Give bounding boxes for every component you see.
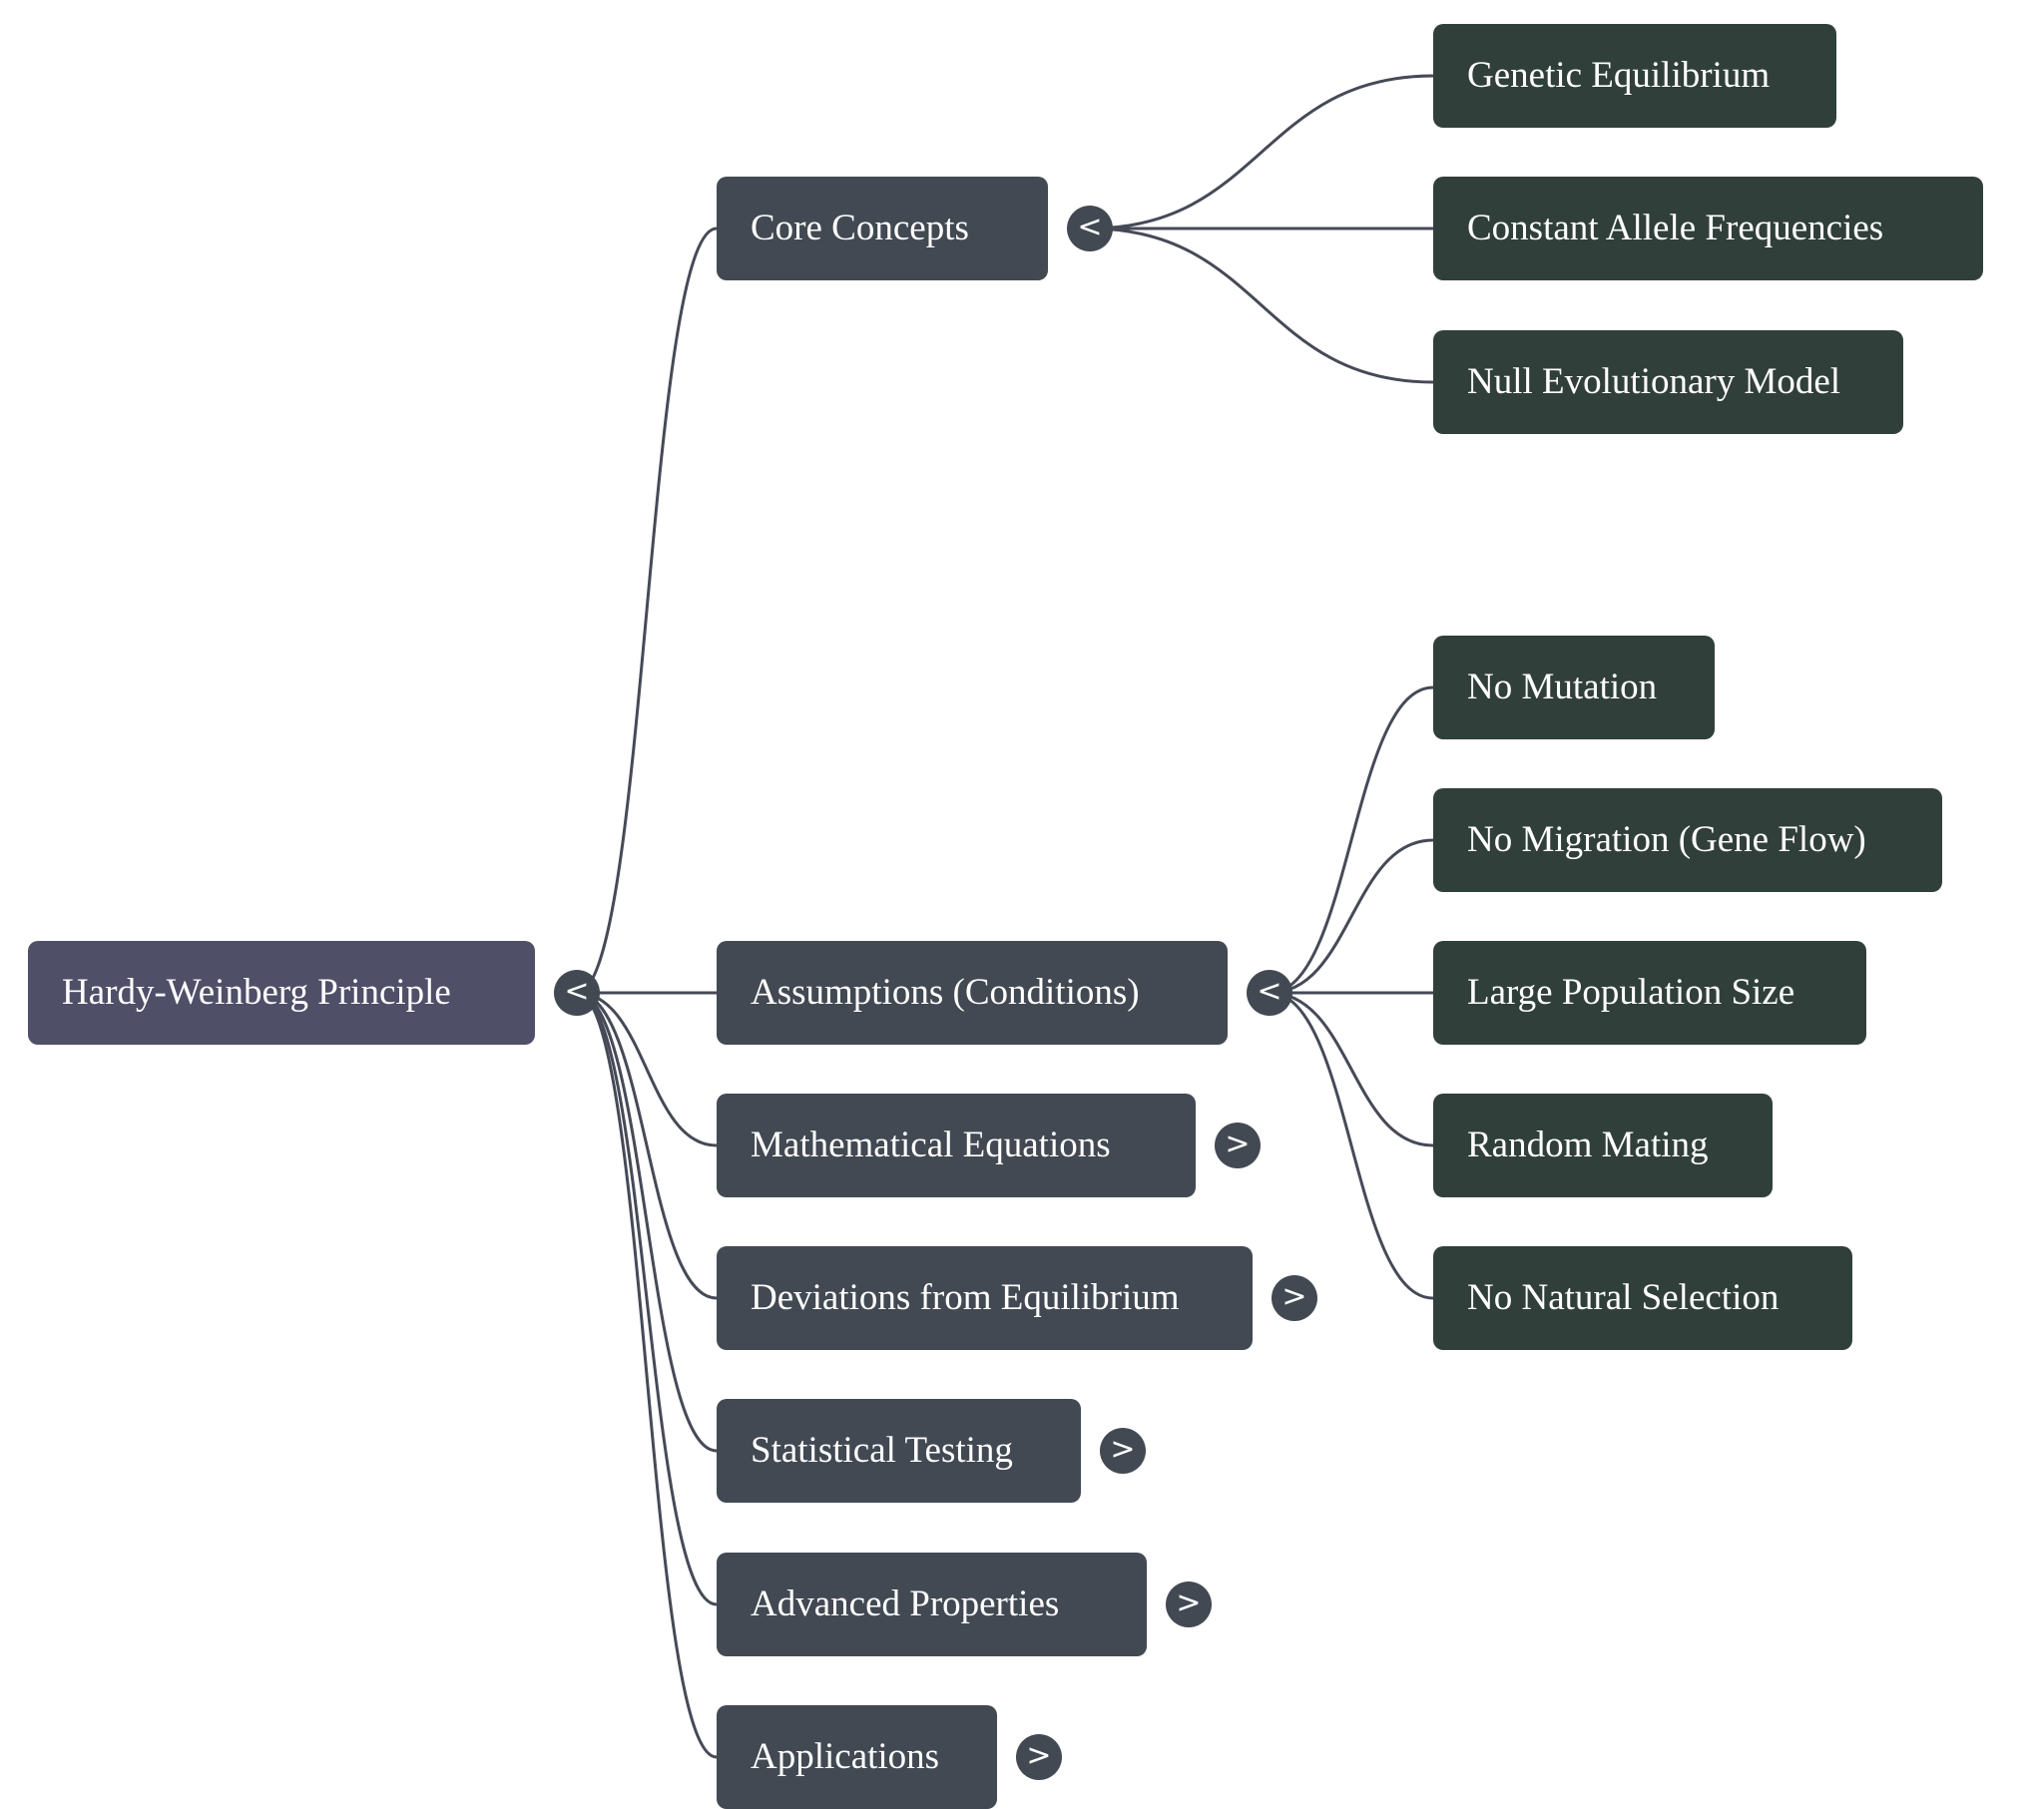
connector-assumptions-to-leaf-3 <box>1269 991 1434 1147</box>
leaf-node-no-natural-selection[interactable]: No Natural Selection <box>1433 1246 1852 1350</box>
connector-root-to-branch-0 <box>576 226 718 995</box>
core-concepts-collapse-toggle-icon[interactable]: < <box>1067 206 1113 251</box>
connector-core-to-leaf-0 <box>1089 74 1434 230</box>
leaf-node-random-mating[interactable]: Random Mating <box>1433 1094 1773 1197</box>
deviations-expand-toggle-icon[interactable]: > <box>1272 1275 1317 1321</box>
applications-expand-toggle-icon[interactable]: > <box>1016 1734 1062 1780</box>
leaf-node-large-population-size[interactable]: Large Population Size <box>1433 941 1866 1045</box>
mathematical-equations-expand-toggle-icon[interactable]: > <box>1215 1123 1261 1168</box>
connector-root-to-branch-3 <box>576 991 718 1300</box>
leaf-node-null-evolutionary-model[interactable]: Null Evolutionary Model <box>1433 330 1903 434</box>
branch-node-applications[interactable]: Applications <box>717 1705 997 1809</box>
connector-assumptions-to-leaf-4 <box>1269 991 1434 1300</box>
statistical-testing-expand-toggle-icon[interactable]: > <box>1100 1428 1146 1474</box>
branch-node-mathematical-equations[interactable]: Mathematical Equations <box>717 1094 1196 1197</box>
connector-assumptions-to-leaf-1 <box>1269 838 1434 995</box>
connector-root-to-branch-4 <box>576 991 718 1453</box>
branch-node-deviations[interactable]: Deviations from Equilibrium <box>717 1246 1253 1350</box>
connector-root-to-branch-6 <box>576 991 718 1759</box>
connector-core-to-leaf-2 <box>1089 226 1434 384</box>
branch-node-advanced-properties[interactable]: Advanced Properties <box>717 1553 1147 1656</box>
branch-node-statistical-testing[interactable]: Statistical Testing <box>717 1399 1081 1503</box>
root-node[interactable]: Hardy-Weinberg Principle <box>28 941 535 1045</box>
branch-node-core-concepts[interactable]: Core Concepts <box>717 177 1048 280</box>
leaf-node-genetic-equilibrium[interactable]: Genetic Equilibrium <box>1433 24 1836 128</box>
connector-assumptions-to-leaf-0 <box>1269 685 1434 995</box>
assumptions-collapse-toggle-icon[interactable]: < <box>1247 970 1292 1016</box>
connector-root-to-branch-5 <box>576 991 718 1606</box>
leaf-node-constant-allele-frequencies[interactable]: Constant Allele Frequencies <box>1433 177 1983 280</box>
advanced-properties-expand-toggle-icon[interactable]: > <box>1166 1582 1212 1627</box>
branch-node-assumptions[interactable]: Assumptions (Conditions) <box>717 941 1228 1045</box>
root-collapse-toggle-icon[interactable]: < <box>554 970 600 1016</box>
leaf-node-no-mutation[interactable]: No Mutation <box>1433 636 1715 739</box>
leaf-node-no-migration[interactable]: No Migration (Gene Flow) <box>1433 788 1942 892</box>
connector-root-to-branch-2 <box>576 991 718 1147</box>
